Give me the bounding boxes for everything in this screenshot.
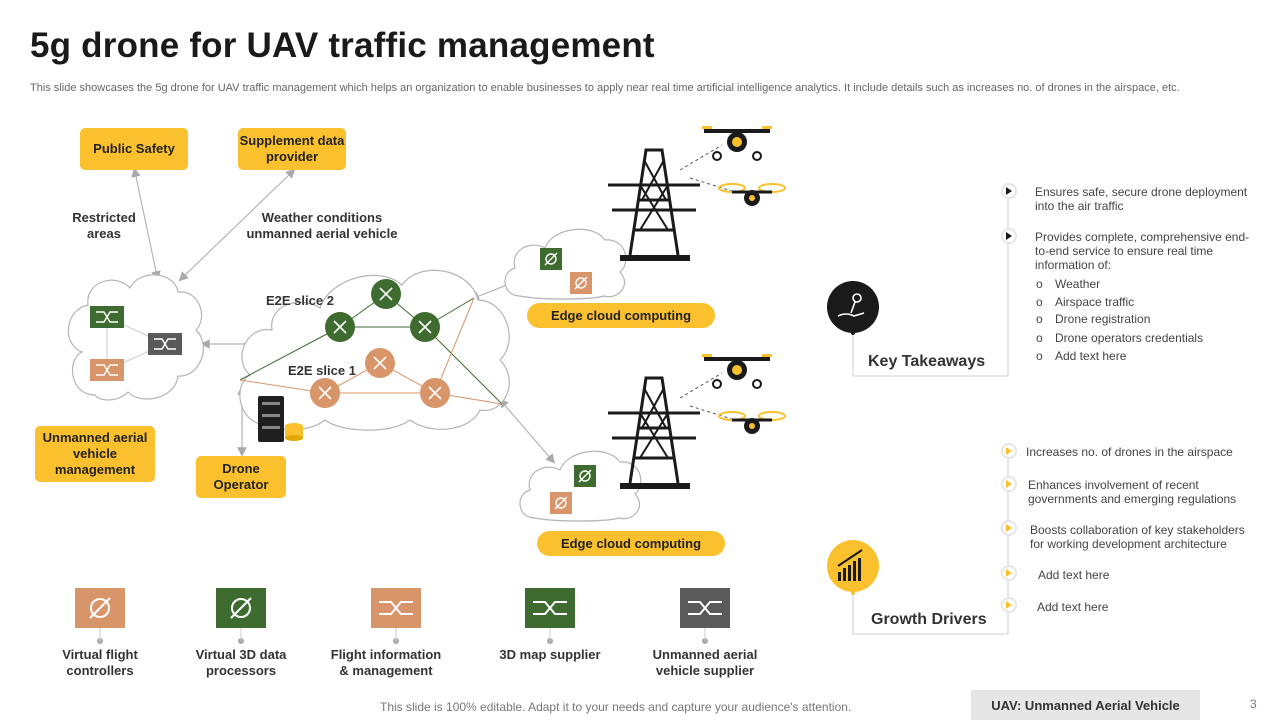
sub-bullet-marker: o <box>1036 331 1043 345</box>
uav-management-label: Unmanned aerial vehicle management <box>42 430 148 477</box>
takeaway-point-1: Ensures safe, secure drone deployment in… <box>1035 185 1248 213</box>
tower-icon-top <box>608 148 700 261</box>
switch-arrows-icon <box>688 601 722 615</box>
tower-icon-bottom <box>608 376 700 489</box>
growth-point-4: Add text here <box>1038 568 1110 582</box>
left-cloud <box>67 274 204 401</box>
legend-swatch-2 <box>216 588 266 628</box>
takeaway-sub-item-1: Weather <box>1055 277 1101 291</box>
footer-note: This slide is 100% editable. Adapt it to… <box>380 700 852 714</box>
drone-icon-4 <box>718 411 786 434</box>
legend-label-1: Virtual flight controllers <box>62 647 138 678</box>
drone-icon-2 <box>718 183 786 206</box>
growth-bullets <box>1001 443 1017 613</box>
drone-icon-3 <box>702 354 772 389</box>
growth-drivers-title: Growth Drivers <box>871 611 987 628</box>
switch-arrows-icon <box>533 601 567 615</box>
sub-bullet-marker: o <box>1036 277 1043 291</box>
sub-bullet-marker: o <box>1036 312 1043 326</box>
legend-swatch-5 <box>680 588 730 628</box>
edge-cloud-top-shape <box>504 228 627 300</box>
growth-point-5: Add text here <box>1037 600 1109 614</box>
growth-point-1: Increases no. of drones in the airspace <box>1026 445 1233 459</box>
e2e-slice-1-label: E2E slice 1 <box>288 363 356 378</box>
restricted-areas-label: Restricted areas <box>72 210 136 241</box>
abbreviation-box: UAV: Unmanned Aerial Vehicle <box>971 690 1200 720</box>
server-icon <box>258 396 303 442</box>
hand-key-icon <box>827 281 879 335</box>
sub-bullet-marker: o <box>1036 295 1043 309</box>
edge-cloud-top-label: Edge cloud computing <box>550 308 692 323</box>
sub-bullet-marker: o <box>1036 349 1043 363</box>
supplement-data-label: Supplement data provider <box>239 133 345 164</box>
page-title: 5g drone for UAV traffic management <box>30 26 655 65</box>
edge-cloud-bottom-pill: Edge cloud computing <box>537 531 725 556</box>
legend-swatch-1 <box>75 588 125 628</box>
drone-icon-1 <box>702 126 772 161</box>
public-safety-label: Public Safety <box>93 141 175 156</box>
takeaway-sub-item-5: Add text here <box>1055 349 1127 363</box>
drone-operator-label: Drone Operator <box>213 461 269 492</box>
takeaway-point-2: Provides complete, comprehensive end-to-… <box>1035 230 1250 272</box>
legend-label-3: Flight information & management <box>330 647 442 678</box>
page-subtitle: This slide showcases the 5g drone for UA… <box>30 82 1180 94</box>
edge-cloud-top-pill: Edge cloud computing <box>527 303 715 328</box>
growth-point-2: Enhances involvement of recent governmen… <box>1028 478 1237 506</box>
edge-cloud-bottom-label: Edge cloud computing <box>560 536 702 551</box>
uav-management-box: Unmanned aerial vehicle management <box>35 426 155 482</box>
e2e-slice-2-label: E2E slice 2 <box>266 293 334 308</box>
weather-conditions-label: Weather conditions unmanned aerial vehic… <box>246 210 398 241</box>
page-number: 3 <box>1250 697 1257 711</box>
abbreviation-text: UAV: Unmanned Aerial Vehicle <box>991 697 1180 713</box>
bar-growth-icon <box>827 540 879 595</box>
takeaway-sub-item-3: Drone registration <box>1055 312 1151 326</box>
takeaway-bullets <box>1001 183 1017 244</box>
switch-arrows-icon <box>379 601 413 615</box>
key-takeaways-title: Key Takeaways <box>868 353 986 370</box>
public-safety-box: Public Safety <box>80 128 188 170</box>
legend-swatch-3 <box>371 588 421 628</box>
legend-label-2: Virtual 3D data processors <box>195 647 287 678</box>
slash-circle-icon <box>89 597 111 619</box>
drone-operator-box: Drone Operator <box>196 456 286 498</box>
slash-circle-icon <box>230 597 252 619</box>
supplement-data-box: Supplement data provider <box>238 128 346 170</box>
takeaway-sub-item-4: Drone operators credentials <box>1055 331 1204 345</box>
legend-label-4: 3D map supplier <box>499 647 601 662</box>
legend-swatch-4 <box>525 588 575 628</box>
growth-point-3: Boosts collaboration of key stakeholders… <box>1030 523 1245 551</box>
legend-label-5: Unmanned aerial vehicle supplier <box>652 647 758 678</box>
takeaway-sub-item-2: Airspace traffic <box>1055 295 1135 309</box>
